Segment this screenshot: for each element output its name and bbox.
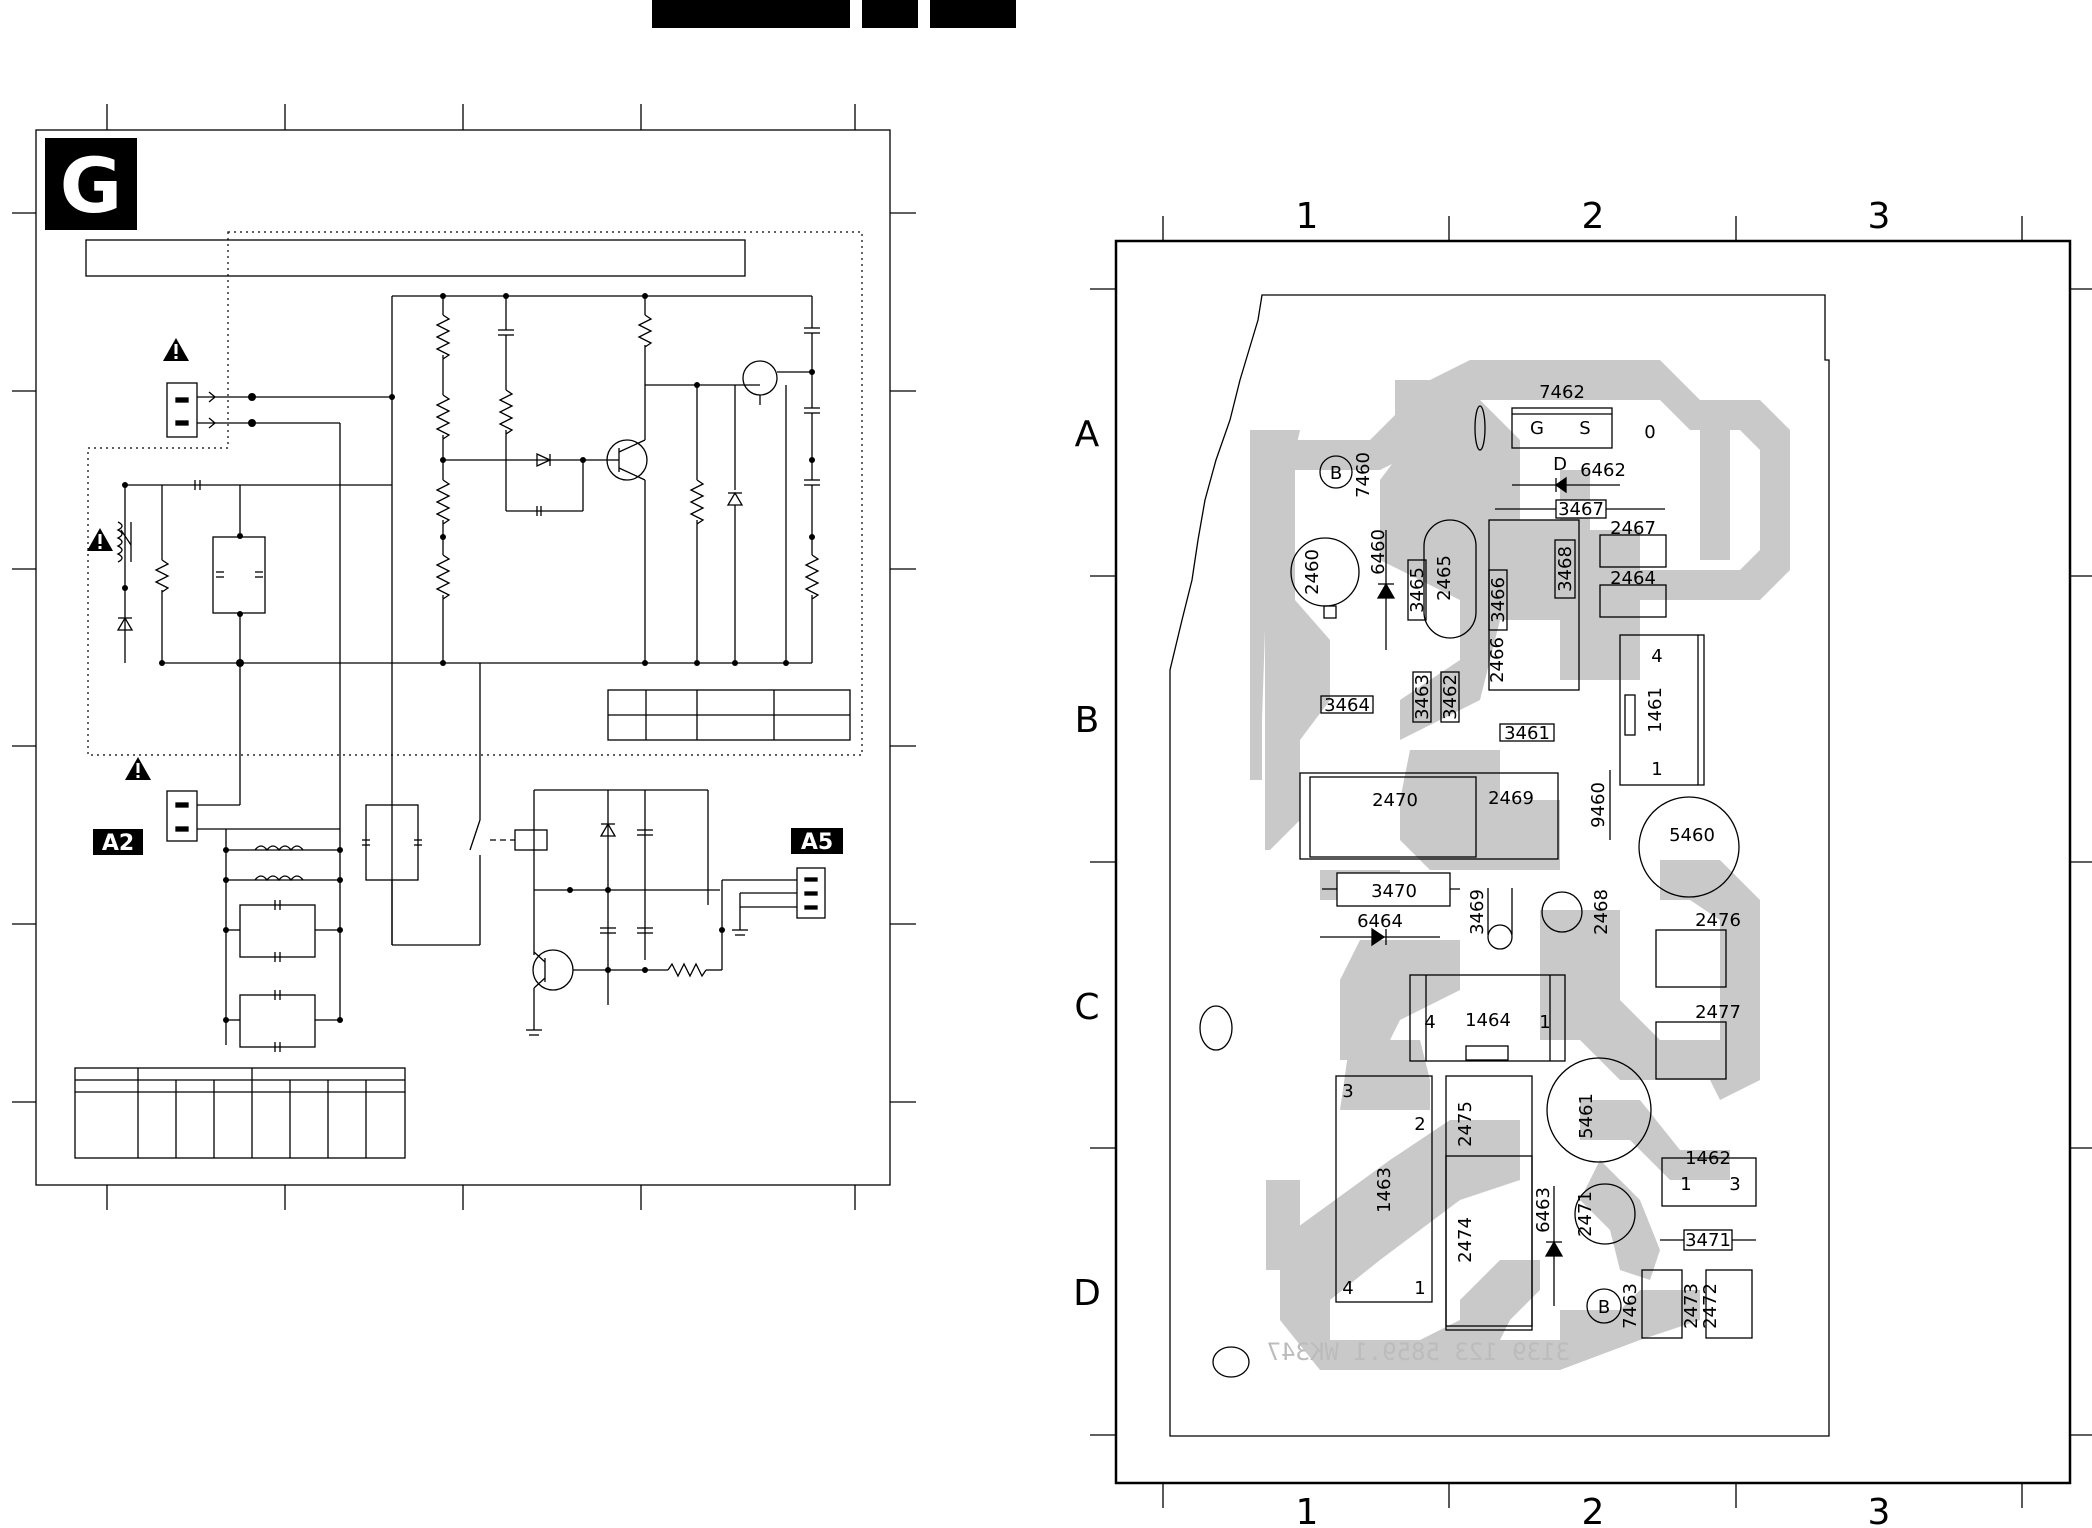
board-code-text: 3139 123 5859.1 WK347 xyxy=(1267,1338,1570,1366)
part-2471: 2471 xyxy=(1575,1191,1596,1237)
part-7462-d: D xyxy=(1553,454,1567,475)
part-6460: 6460 xyxy=(1368,529,1389,575)
part-1463-p2: 2 xyxy=(1414,1114,1425,1135)
warning-icon xyxy=(125,757,151,780)
pcb-components xyxy=(1290,405,1757,1339)
part-1462-p3: 3 xyxy=(1729,1174,1740,1195)
part-2470: 2470 xyxy=(1372,790,1418,811)
schematic-wiring xyxy=(116,295,826,1052)
part-6462: 6462 xyxy=(1580,460,1626,481)
part-2477: 2477 xyxy=(1695,1002,1741,1023)
connector-badge-a2: A2 xyxy=(93,829,143,856)
part-1463-p1: 1 xyxy=(1414,1278,1425,1299)
variant-table xyxy=(74,1067,406,1159)
part-9460: 9460 xyxy=(1588,782,1609,828)
grid-col-bottom-1: 1 xyxy=(1296,1492,1319,1528)
part-1462: 1462 xyxy=(1685,1148,1731,1169)
part-7460-b: B xyxy=(1330,463,1342,484)
part-2468: 2468 xyxy=(1591,889,1612,935)
part-1461-pin1: 1 xyxy=(1651,759,1662,780)
part-5461: 5461 xyxy=(1576,1093,1597,1139)
connector-badge-a5: A5 xyxy=(791,828,843,855)
grid-row-d: D xyxy=(1073,1273,1101,1314)
pcb-panel xyxy=(1090,216,2092,1508)
part-3465: 3465 xyxy=(1407,567,1428,613)
part-3468: 3468 xyxy=(1555,546,1576,592)
schematic-panel xyxy=(12,104,916,1210)
dotted-boundary xyxy=(87,231,863,756)
part-1462-p1: 1 xyxy=(1680,1174,1691,1195)
grid-row-c: C xyxy=(1074,987,1099,1028)
part-2474: 2474 xyxy=(1455,1217,1476,1263)
grid-col-bottom-3: 3 xyxy=(1868,1492,1891,1528)
part-6463: 6463 xyxy=(1533,1187,1554,1233)
part-2467: 2467 xyxy=(1610,518,1656,539)
connector-badge-a2-text: A2 xyxy=(102,831,134,856)
part-1461: 1461 xyxy=(1645,687,1666,733)
grid-col-bottom-2: 2 xyxy=(1582,1492,1605,1528)
part-3463: 3463 xyxy=(1412,674,1433,720)
part-3466: 3466 xyxy=(1488,577,1509,623)
part-7462-s: S xyxy=(1579,418,1590,439)
header-bars xyxy=(652,0,1016,28)
grid-col-top-3: 3 xyxy=(1868,196,1891,237)
section-badge-letter: G xyxy=(60,141,122,230)
part-2460: 2460 xyxy=(1302,549,1323,595)
part-1464: 1464 xyxy=(1465,1010,1511,1031)
grid-row-b: B xyxy=(1075,700,1100,741)
pcb-copper xyxy=(1250,360,1790,1370)
section-badge: G xyxy=(45,138,137,230)
part-6464: 6464 xyxy=(1357,911,1403,932)
part-3467: 3467 xyxy=(1558,499,1604,520)
part-3471: 3471 xyxy=(1685,1230,1731,1251)
part-1464-p4: 4 xyxy=(1424,1012,1435,1033)
revision-table xyxy=(607,689,851,741)
part-2469: 2469 xyxy=(1488,788,1534,809)
part-2472: 2472 xyxy=(1700,1283,1721,1329)
part-1463-p3: 3 xyxy=(1342,1081,1353,1102)
part-3462: 3462 xyxy=(1440,674,1461,720)
part-2464: 2464 xyxy=(1610,568,1656,589)
part-3461: 3461 xyxy=(1504,723,1550,744)
part-3464: 3464 xyxy=(1324,695,1370,716)
part-1463-p4: 4 xyxy=(1342,1278,1353,1299)
grid-col-top-2: 2 xyxy=(1582,196,1605,237)
part-7463: 7463 xyxy=(1620,1283,1641,1329)
board-code: 3139 123 5859.1 WK347 xyxy=(1267,1338,1570,1366)
part-1464-p1: 1 xyxy=(1539,1012,1550,1033)
part-1461-pin4: 4 xyxy=(1651,646,1662,667)
junction-dots xyxy=(122,293,815,1023)
pcb-grid-labels: 1 2 3 1 2 3 A B C D xyxy=(1073,196,1890,1528)
part-3470: 3470 xyxy=(1371,881,1417,902)
connector-badge-a5-text: A5 xyxy=(801,830,833,855)
part-1463: 1463 xyxy=(1374,1167,1395,1213)
warning-icon xyxy=(87,528,113,551)
pcb-part-labels: 7462 G S D 0 6462 3467 B 7460 2460 6460 … xyxy=(1302,382,1741,1329)
grid-row-a: A xyxy=(1075,414,1100,455)
part-zero: 0 xyxy=(1644,422,1655,443)
warning-icon xyxy=(163,338,189,361)
part-2476: 2476 xyxy=(1695,910,1741,931)
title-box xyxy=(85,239,746,277)
part-7460: 7460 xyxy=(1353,452,1374,498)
part-5460: 5460 xyxy=(1669,825,1715,846)
part-7463-b: B xyxy=(1598,1297,1610,1318)
part-7462-g: G xyxy=(1530,418,1544,439)
part-3469: 3469 xyxy=(1467,889,1488,935)
pcb-board-outline xyxy=(1169,294,1830,1437)
part-7462: 7462 xyxy=(1539,382,1585,403)
grid-col-top-1: 1 xyxy=(1296,196,1319,237)
part-2475: 2475 xyxy=(1455,1101,1476,1147)
part-2466: 2466 xyxy=(1487,637,1508,683)
part-2473: 2473 xyxy=(1681,1283,1702,1329)
part-2465: 2465 xyxy=(1434,555,1455,601)
